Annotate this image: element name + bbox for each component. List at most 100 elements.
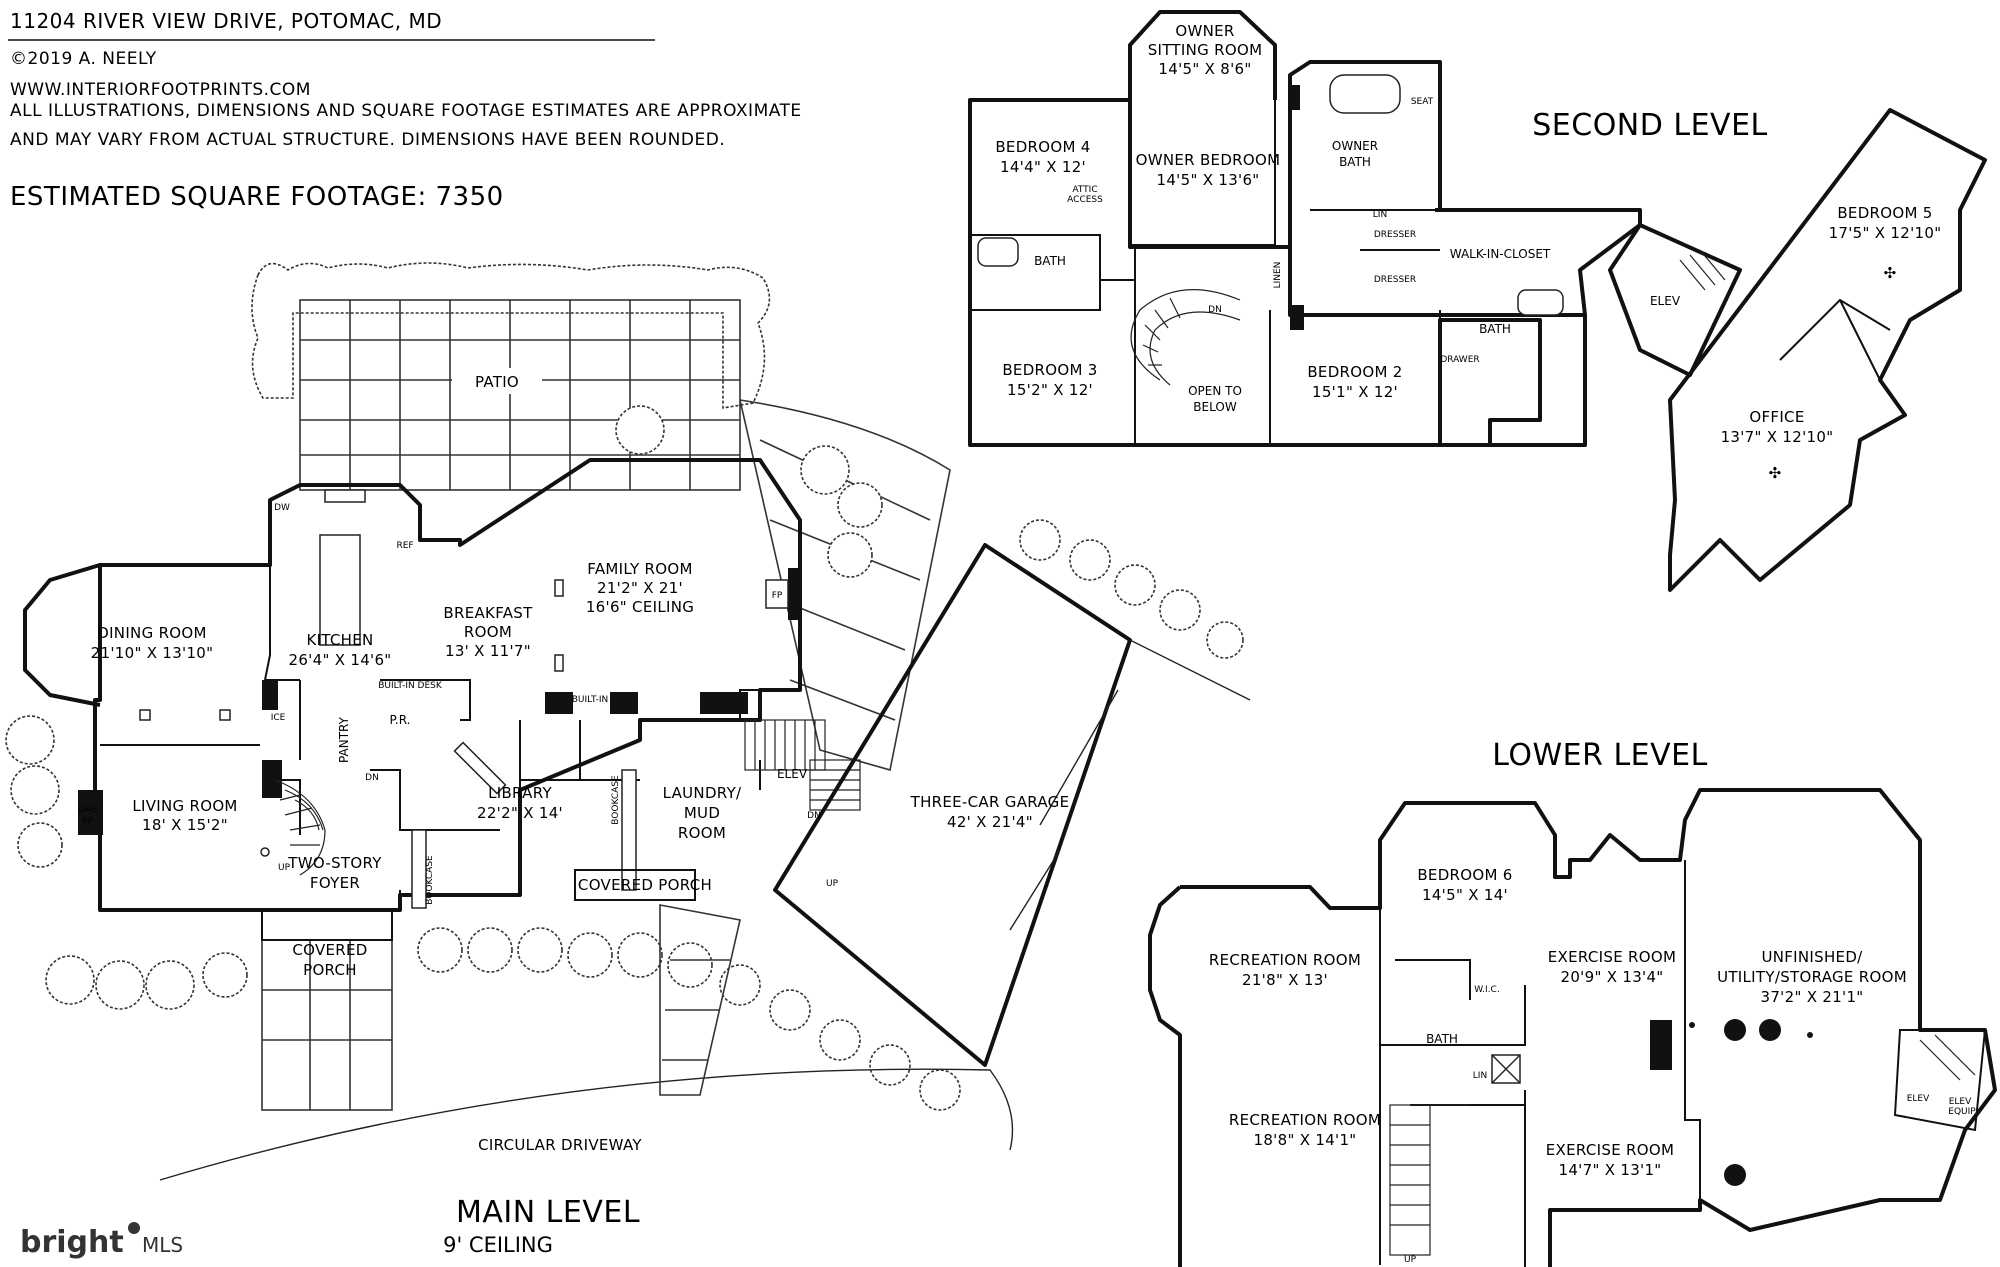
lower-wic-label: W.I.C. bbox=[1474, 985, 1499, 995]
laundry-name-1: LAUNDRY/ bbox=[663, 784, 742, 802]
front-porch-name-1: COVERED bbox=[292, 941, 367, 959]
library-bookcase-top bbox=[453, 741, 507, 795]
recreation1-dims: 21'8" X 13' bbox=[1242, 971, 1328, 989]
living-fireplace bbox=[78, 790, 103, 835]
foyer-name-1: TWO-STORY bbox=[287, 854, 382, 872]
kitchen-name: KITCHEN bbox=[306, 631, 373, 649]
open-to-below-2: BELOW bbox=[1193, 400, 1237, 414]
ceiling-fan-icon: ✣ bbox=[1884, 264, 1897, 282]
family-fireplace bbox=[788, 568, 802, 620]
unfinished-dims: 37'2" X 21'1" bbox=[1760, 988, 1863, 1006]
square-footage: ESTIMATED SQUARE FOOTAGE: 7350 bbox=[10, 182, 504, 212]
exercise1-name: EXERCISE ROOM bbox=[1548, 948, 1676, 966]
pantry-label: PANTRY bbox=[337, 716, 351, 763]
built-in-desk-label: BUILT-IN DESK bbox=[378, 681, 443, 691]
disclaimer-line-2: AND MAY VARY FROM ACTUAL STRUCTURE. DIME… bbox=[10, 130, 725, 150]
second-elevator-stair bbox=[1608, 223, 1742, 377]
utility-equipment bbox=[1650, 1020, 1672, 1070]
living-room-dims: 18' X 15'2" bbox=[142, 816, 228, 834]
header-block: 11204 RIVER VIEW DRIVE, POTOMAC, MD ©201… bbox=[8, 9, 802, 212]
lower-outline bbox=[1180, 788, 1997, 1267]
second-elev-label: ELEV bbox=[1650, 294, 1681, 308]
lower-elev-equip-1: ELEV bbox=[1949, 1097, 1972, 1107]
breakfast-room-name-1: BREAKFAST bbox=[443, 604, 533, 622]
attic-access-2: ACCESS bbox=[1067, 195, 1103, 205]
family-room-dims: 21'2" X 21' bbox=[597, 579, 683, 597]
lower-elev-stair bbox=[1893, 1029, 1987, 1132]
circular-driveway-edge bbox=[159, 1068, 1014, 1181]
library-bookcase-right bbox=[621, 769, 637, 891]
lower-lin-label: LIN bbox=[1473, 1071, 1487, 1081]
second-lin-label: LIN bbox=[1373, 210, 1387, 220]
office-name: OFFICE bbox=[1749, 408, 1804, 426]
attic-access-1: ATTIC bbox=[1072, 185, 1097, 195]
ceiling-fan-icon-2: ✣ bbox=[1769, 464, 1782, 482]
main-house-outline bbox=[93, 458, 802, 912]
landscape-shrubs bbox=[5, 405, 1244, 1111]
bedroom6-dims: 14'5" X 14' bbox=[1422, 886, 1508, 904]
lower-level-plan: LOWER LEVEL BEDROOM 6 14'5" X 14' RECREA… bbox=[1148, 738, 1997, 1267]
gas-fp-label-2: FP bbox=[83, 817, 94, 827]
utility-tank-1 bbox=[1724, 1019, 1746, 1041]
living-room-name: LIVING ROOM bbox=[132, 797, 237, 815]
foyer-staircase bbox=[260, 779, 326, 876]
bedroom2-dims: 15'1" X 12' bbox=[1312, 383, 1398, 401]
second-level-title: SECOND LEVEL bbox=[1532, 108, 1768, 143]
family-room-name: FAMILY ROOM bbox=[587, 560, 692, 578]
garage-name: THREE-CAR GARAGE bbox=[910, 793, 1070, 811]
lower-elev-label: ELEV bbox=[1907, 1094, 1930, 1104]
walk-in-closet-label: WALK-IN-CLOSET bbox=[1450, 247, 1551, 261]
owner-sitting-dims: 14'5" X 8'6" bbox=[1158, 60, 1251, 78]
back-stair-dn-label: DN bbox=[807, 811, 821, 821]
bright-logo-dot-icon bbox=[128, 1222, 140, 1234]
main-level-plan: PATIO bbox=[5, 262, 1251, 1257]
bedroom3-name: BEDROOM 3 bbox=[1002, 361, 1097, 379]
dw-label: DW bbox=[274, 503, 290, 513]
bedroom2-name: BEDROOM 2 bbox=[1307, 363, 1402, 381]
second-spiral-stair bbox=[1130, 289, 1241, 386]
bedroom4-dims: 14'4" X 12' bbox=[1000, 158, 1086, 176]
second-dn-label: DN bbox=[1208, 305, 1222, 315]
dining-bay bbox=[23, 563, 101, 707]
exercise1-dims: 20'9" X 13'4" bbox=[1560, 968, 1663, 986]
lower-elev-equip-2: EQUIP bbox=[1948, 1107, 1976, 1117]
office-dims: 13'7" X 12'10" bbox=[1721, 428, 1834, 446]
bedroom3-dims: 15'2" X 12' bbox=[1007, 381, 1093, 399]
exercise2-name: EXERCISE ROOM bbox=[1546, 1141, 1674, 1159]
laundry-name-2: MUD bbox=[684, 804, 720, 822]
library-name: LIBRARY bbox=[488, 784, 552, 802]
powder-room-label: P.R. bbox=[390, 713, 411, 727]
ice-label: ICE bbox=[271, 713, 286, 723]
exercise2-dims: 14'7" X 13'1" bbox=[1558, 1161, 1661, 1179]
lower-level-title: LOWER LEVEL bbox=[1492, 738, 1708, 773]
open-to-below-1: OPEN TO bbox=[1188, 384, 1242, 398]
owner-tub bbox=[1329, 74, 1401, 114]
lower-bath-label: BATH bbox=[1426, 1032, 1458, 1046]
foyer-up-label: UP bbox=[278, 863, 291, 873]
bookcase-label-2: BOOKCASE bbox=[425, 855, 435, 905]
bedroom5-dims: 17'5" X 12'10" bbox=[1829, 224, 1942, 242]
unfinished-name-1: UNFINISHED/ bbox=[1761, 948, 1863, 966]
front-covered-porch bbox=[261, 909, 393, 941]
back-staircase bbox=[744, 719, 861, 811]
gas-fp-label-1: GAS bbox=[79, 805, 98, 815]
bright-mls-watermark: bright MLS bbox=[20, 1222, 183, 1260]
breakfast-room-name-2: ROOM bbox=[464, 623, 512, 641]
garage-up-label: UP bbox=[826, 879, 839, 889]
library-bookcase-left bbox=[411, 829, 427, 909]
second-dresser-label-2: DRESSER bbox=[1374, 275, 1416, 285]
main-elevator-label: ELEV bbox=[777, 767, 808, 781]
disclaimer-line-1: ALL ILLUSTRATIONS, DIMENSIONS AND SQUARE… bbox=[10, 101, 802, 121]
utility-tank-3 bbox=[1724, 1164, 1746, 1186]
recreation2-dims: 18'8" X 14'1" bbox=[1253, 1131, 1356, 1149]
dining-room-name: DINING ROOM bbox=[97, 624, 207, 642]
utility-tank-2 bbox=[1759, 1019, 1781, 1041]
owner-bath-name-2: BATH bbox=[1339, 155, 1371, 169]
owner-bath-wing bbox=[1288, 60, 1442, 247]
main-level-title: MAIN LEVEL bbox=[456, 1195, 640, 1230]
family-fp-label: FP bbox=[772, 591, 783, 601]
front-porch-name-2: PORCH bbox=[303, 961, 357, 979]
patio-label: PATIO bbox=[475, 373, 519, 391]
lower-up-label: UP bbox=[1404, 1255, 1417, 1265]
